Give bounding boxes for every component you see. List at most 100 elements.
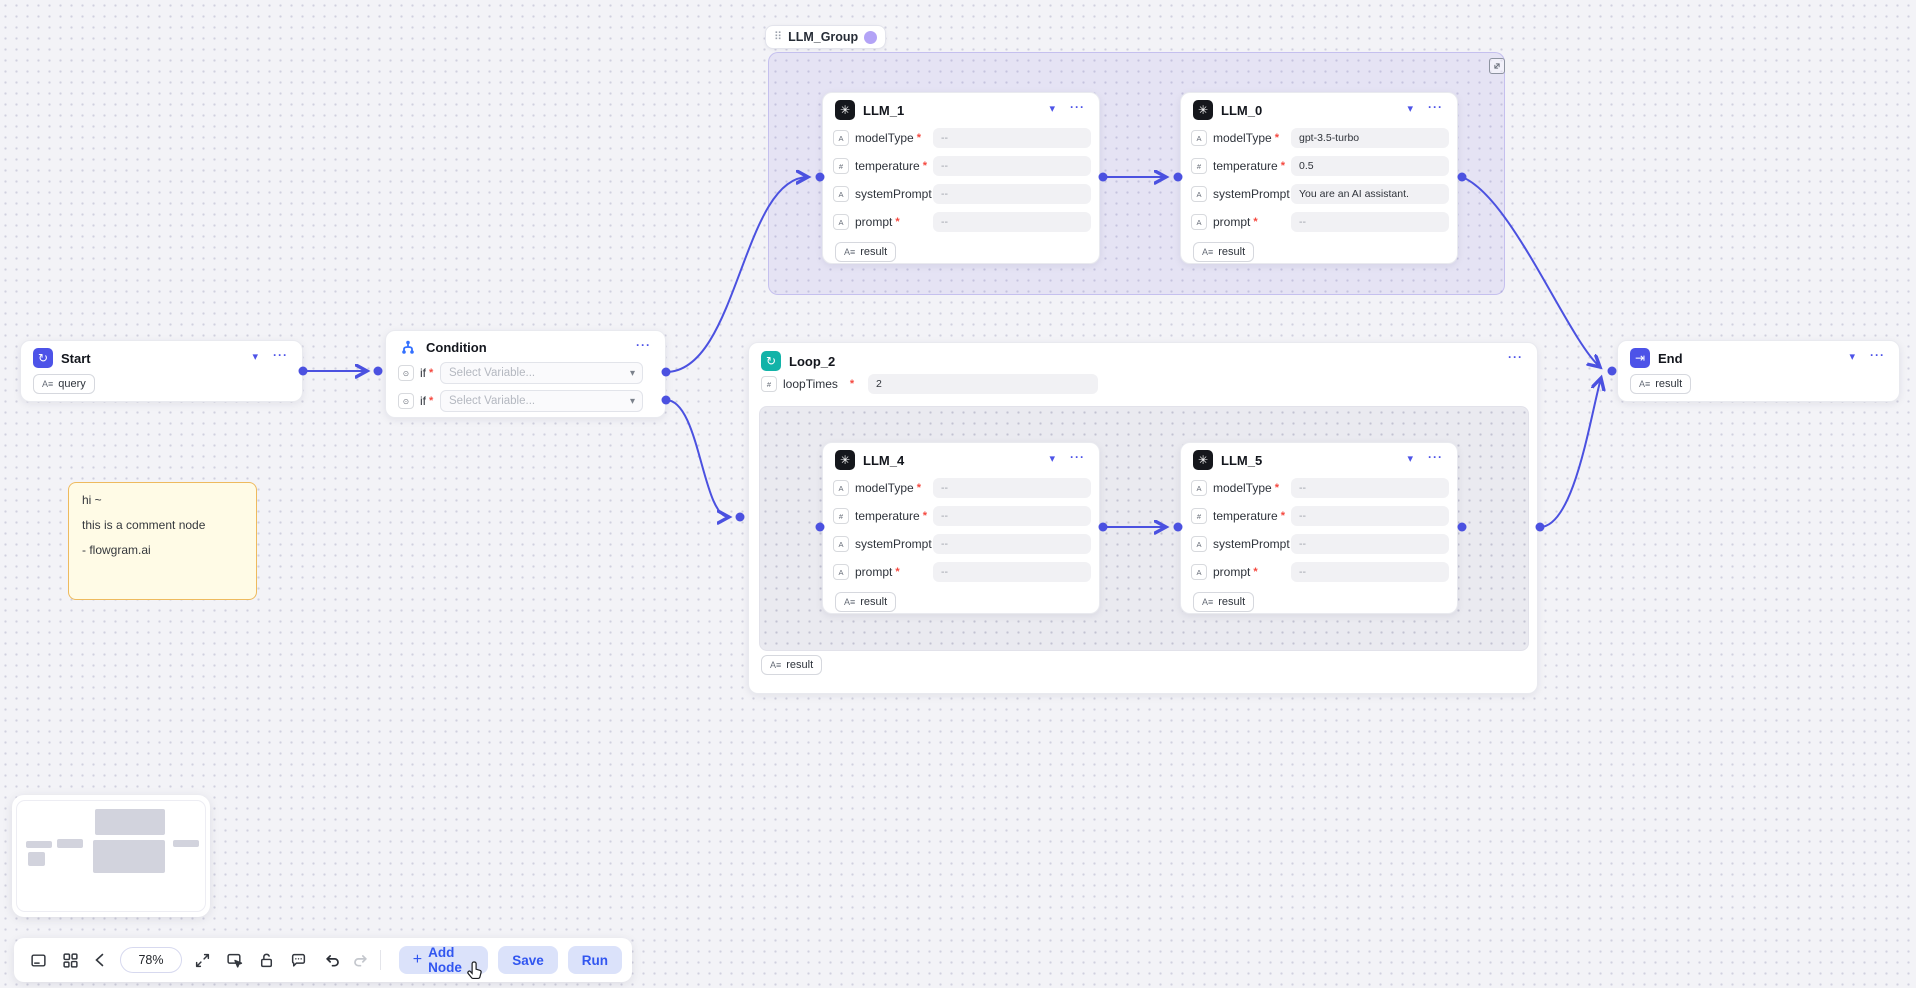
modeltype-input[interactable]: --: [933, 478, 1091, 498]
port[interactable]: [1608, 367, 1617, 376]
more-menu-icon[interactable]: ···: [1070, 100, 1085, 114]
run-button[interactable]: Run: [568, 946, 622, 974]
comment-line: - flowgram.ai: [82, 543, 243, 557]
node-llm-1[interactable]: ✳ LLM_1 ▾ ··· A modelType * -- # tempera…: [822, 92, 1100, 264]
group-collapse-icon[interactable]: [1489, 58, 1505, 74]
temperature-input[interactable]: --: [933, 506, 1091, 526]
collapse-caret-icon[interactable]: ▾: [1407, 102, 1413, 115]
more-menu-icon[interactable]: ···: [1070, 450, 1085, 464]
required-marker: *: [917, 132, 921, 144]
auto-layout-icon[interactable]: [56, 946, 84, 974]
group-color-dot[interactable]: [864, 31, 877, 44]
bottom-toolbar: 78% + Add Node Save Run: [14, 938, 632, 982]
collapse-caret-icon[interactable]: ▾: [1049, 102, 1055, 115]
prompt-input[interactable]: --: [933, 562, 1091, 582]
port[interactable]: [736, 513, 745, 522]
node-llm-4[interactable]: ✳ LLM_4 ▾ ··· A modelType * -- # tempera…: [822, 442, 1100, 614]
required-marker: *: [1253, 216, 1257, 228]
output-query-badge[interactable]: A≡ query: [33, 374, 95, 394]
prompt-input[interactable]: --: [1291, 562, 1449, 582]
result-badge[interactable]: A≡ result: [835, 592, 896, 612]
modeltype-input[interactable]: --: [1291, 478, 1449, 498]
minimap[interactable]: [12, 795, 210, 917]
temperature-input[interactable]: --: [933, 156, 1091, 176]
node-title: End: [1658, 351, 1683, 366]
save-button[interactable]: Save: [498, 946, 558, 974]
field-prompt: A prompt * --: [833, 562, 1091, 582]
systemprompt-input[interactable]: --: [933, 184, 1091, 204]
looptimes-input[interactable]: 2: [868, 374, 1098, 394]
chevron-down-icon: ▾: [630, 368, 635, 379]
more-menu-icon[interactable]: ···: [636, 338, 651, 352]
systemprompt-input[interactable]: --: [933, 534, 1091, 554]
collapse-caret-icon[interactable]: ▾: [252, 350, 258, 363]
node-llm-0[interactable]: ✳ LLM_0 ▾ ··· A modelType * gpt-3.5-turb…: [1180, 92, 1458, 264]
temperature-input[interactable]: --: [1291, 506, 1449, 526]
modeltype-input[interactable]: --: [933, 128, 1091, 148]
comment-line: hi ~: [82, 493, 243, 507]
more-menu-icon[interactable]: ···: [273, 348, 288, 362]
variable-select[interactable]: Select Variable... ▾: [440, 362, 643, 384]
more-menu-icon[interactable]: ···: [1428, 450, 1443, 464]
select-mode-icon[interactable]: [220, 946, 248, 974]
string-type-icon: A: [1191, 214, 1207, 230]
required-marker: *: [895, 566, 899, 578]
collapse-caret-icon[interactable]: ▾: [1049, 452, 1055, 465]
zoom-level-input[interactable]: 78%: [120, 947, 182, 973]
prompt-input[interactable]: --: [1291, 212, 1449, 232]
minimap-toggle-icon[interactable]: [24, 946, 52, 974]
edge-style-icon[interactable]: [86, 946, 114, 974]
required-marker: *: [895, 216, 899, 228]
node-end[interactable]: ⇥ End ▾ ··· A≡ result: [1617, 340, 1900, 402]
field-systemprompt: A systemPrompt You are an AI assistant.: [1191, 184, 1449, 204]
systemprompt-input[interactable]: You are an AI assistant.: [1291, 184, 1449, 204]
prompt-input[interactable]: --: [933, 212, 1091, 232]
result-badge[interactable]: A≡ result: [1193, 242, 1254, 262]
if-label: if: [420, 394, 426, 408]
collapse-caret-icon[interactable]: ▾: [1849, 350, 1855, 363]
comment-node[interactable]: hi ~ this is a comment node - flowgram.a…: [68, 482, 257, 600]
systemprompt-input[interactable]: --: [1291, 534, 1449, 554]
minimap-loop: [93, 840, 165, 873]
node-llm-5[interactable]: ✳ LLM_5 ▾ ··· A modelType * -- # tempera…: [1180, 442, 1458, 614]
temperature-input[interactable]: 0.5: [1291, 156, 1449, 176]
minimap-comment: [28, 852, 45, 866]
result-badge[interactable]: A≡ result: [1193, 592, 1254, 612]
undo-icon[interactable]: [318, 946, 346, 974]
field-systemprompt: A systemPrompt --: [833, 184, 1091, 204]
collapse-caret-icon[interactable]: ▾: [1407, 452, 1413, 465]
variable-select[interactable]: Select Variable... ▾: [440, 390, 643, 412]
llm-icon: ✳: [1193, 100, 1213, 120]
result-badge[interactable]: A≡ result: [835, 242, 896, 262]
number-type-icon: #: [761, 376, 777, 392]
llm-icon: ✳: [1193, 450, 1213, 470]
toolbar-divider: [380, 950, 381, 970]
result-badge[interactable]: A≡ result: [761, 655, 822, 675]
more-menu-icon[interactable]: ···: [1508, 350, 1523, 364]
edge-condition-loop[interactable]: [666, 400, 729, 517]
required-marker: *: [1281, 510, 1285, 522]
redo-icon[interactable]: [346, 946, 374, 974]
string-type-icon: A≡: [770, 660, 781, 670]
field-modeltype: A modelType * --: [1191, 478, 1449, 498]
lock-icon[interactable]: [252, 946, 280, 974]
field-prompt: A prompt * --: [833, 212, 1091, 232]
more-menu-icon[interactable]: ···: [1870, 348, 1885, 362]
modeltype-input[interactable]: gpt-3.5-turbo: [1291, 128, 1449, 148]
more-menu-icon[interactable]: ···: [1428, 100, 1443, 114]
group-label[interactable]: ⠿ LLM_Group: [765, 25, 886, 49]
string-type-icon: A≡: [42, 379, 53, 389]
node-condition[interactable]: Condition ··· ⊙ if * Select Variable... …: [385, 330, 666, 418]
string-type-icon: A≡: [844, 247, 855, 257]
drag-handle-icon[interactable]: ⠿: [774, 32, 782, 43]
number-type-icon: #: [833, 158, 849, 174]
node-title: LLM_0: [1221, 103, 1262, 118]
node-start[interactable]: ↻ Start ▾ ··· A≡ query: [20, 340, 303, 402]
comment-tool-icon[interactable]: [284, 946, 312, 974]
result-badge[interactable]: A≡ result: [1630, 374, 1691, 394]
fit-view-icon[interactable]: [188, 946, 216, 974]
port[interactable]: [374, 367, 383, 376]
field-temperature: # temperature * --: [1191, 506, 1449, 526]
edge-loop-end[interactable]: [1540, 378, 1601, 527]
